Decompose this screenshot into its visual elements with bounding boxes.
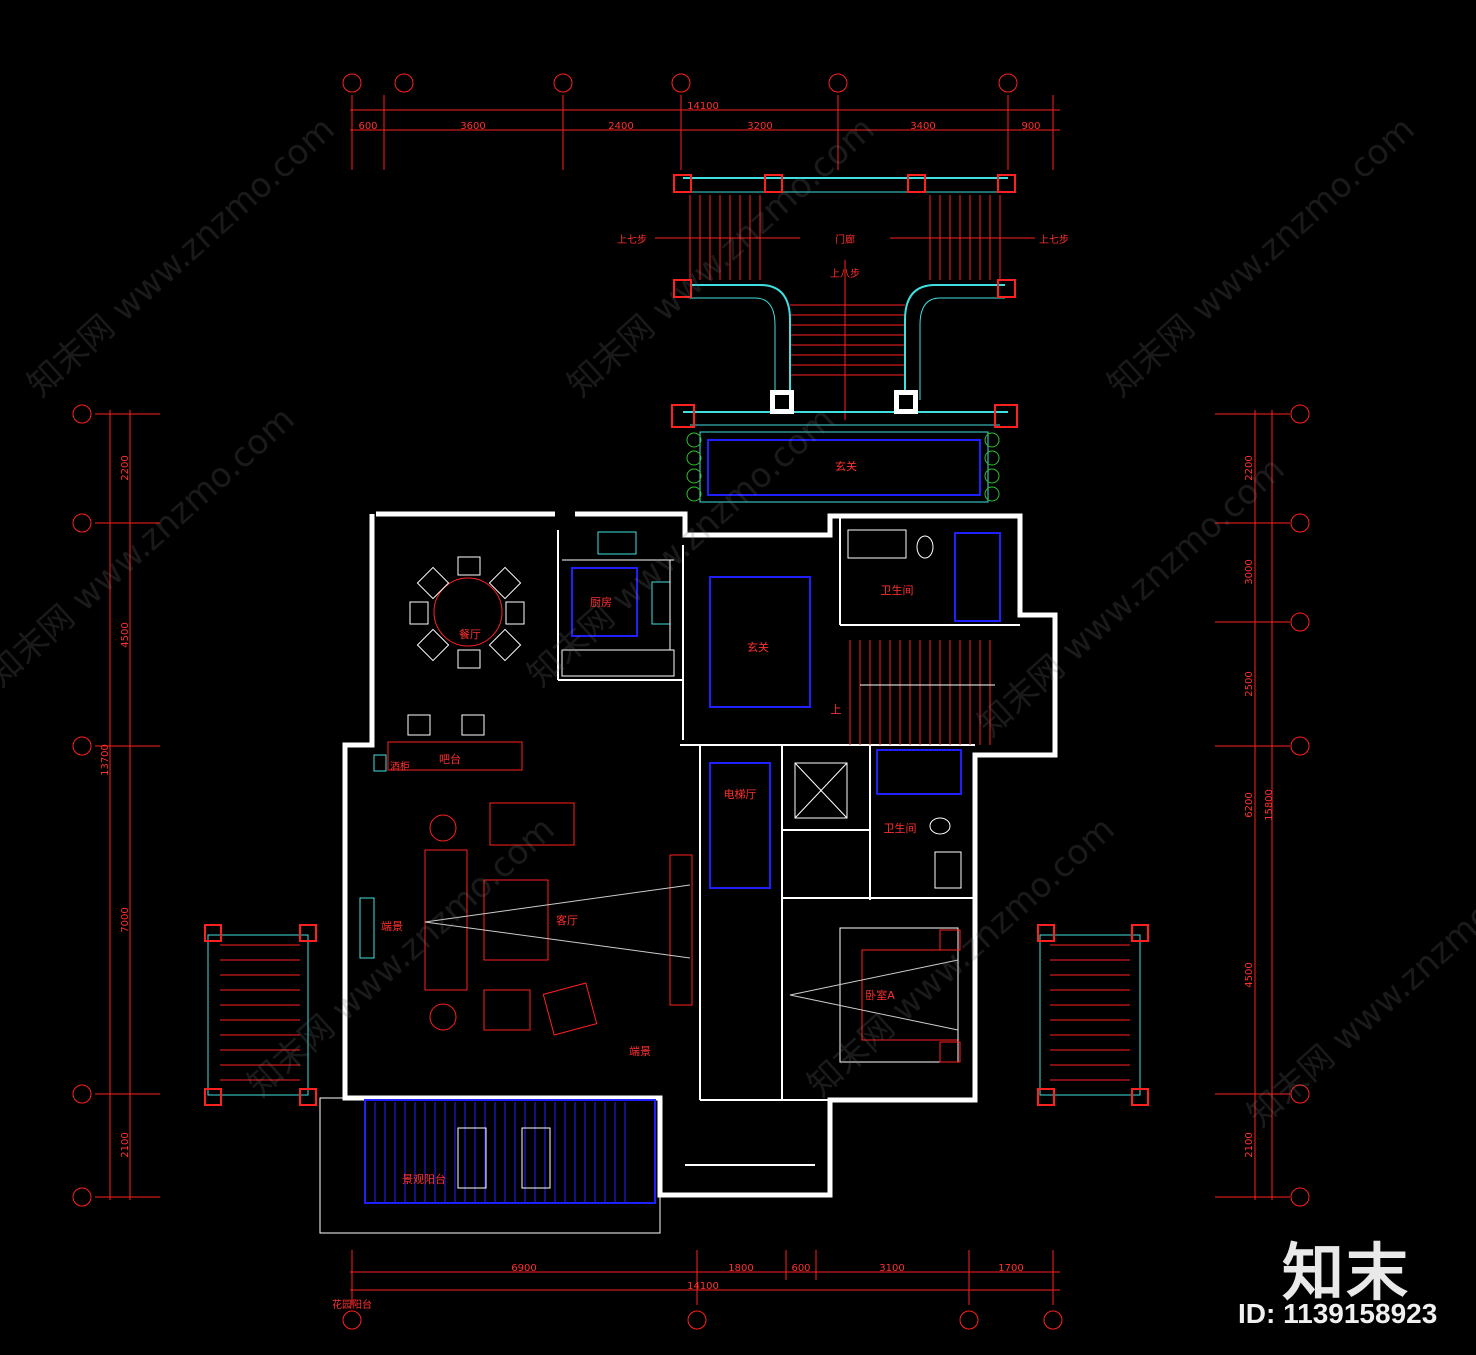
right-dim-3: 2500 (1244, 671, 1255, 696)
top-dim-total: 14100 (687, 101, 719, 112)
canopy-label: 门廊 (835, 233, 855, 246)
top-dimension (350, 95, 1060, 170)
elevator-hall-label: 电梯厅 (724, 788, 757, 801)
bottom-dim-total: 14100 (687, 1281, 719, 1292)
kitchen (561, 531, 675, 677)
bottom-dim-1: 6900 (511, 1263, 536, 1274)
scenery-1-label: 端景 (381, 920, 403, 933)
kitchen-label: 厨房 (590, 596, 612, 609)
left-dim-1: 2200 (120, 455, 131, 480)
porch (686, 431, 1000, 503)
side-stair-right (1037, 924, 1149, 1106)
balcony-label: 景观阳台 (402, 1172, 446, 1186)
up-eight-label: 上八步 (830, 268, 860, 280)
bathroom-1-label: 卫生间 (881, 583, 914, 597)
top-dim-1: 600 (358, 121, 377, 132)
top-dim-4: 3200 (747, 121, 772, 132)
bottom-dim-2: 1800 (728, 1263, 753, 1274)
bottom-dim-4: 3100 (879, 1263, 904, 1274)
left-dimension (72, 404, 160, 1207)
living-label: 客厅 (556, 913, 578, 927)
left-dim-total: 13700 (100, 744, 111, 776)
right-dim-5: 4500 (1244, 962, 1255, 987)
right-dim-1: 2200 (1244, 455, 1255, 480)
bathroom-2-label: 卫生间 (884, 821, 917, 835)
bedroom-label: 卧室A (865, 988, 895, 1002)
stair-up-label: 上 (831, 703, 842, 716)
right-dim-6: 2100 (1244, 1132, 1255, 1157)
dining-table (409, 556, 525, 669)
bar-counter (373, 714, 523, 772)
living-furniture (359, 802, 693, 1036)
left-dim-2: 4500 (120, 622, 131, 647)
bottom-dim-5: 1700 (998, 1263, 1023, 1274)
dining-label: 餐厅 (459, 627, 481, 641)
bar-label: 吧台 (439, 752, 461, 766)
side-stair-left (204, 924, 317, 1106)
bathroom-2 (876, 749, 962, 889)
top-dim-5: 3400 (910, 121, 935, 132)
wine-label: 酒柜 (390, 760, 410, 773)
foyer (709, 576, 811, 708)
bottom-dimension (342, 1250, 1063, 1330)
up-seven-right-label: 上七步 (1039, 234, 1069, 246)
right-dim-total: 15800 (1264, 789, 1275, 821)
top-axis-bubbles (342, 73, 1018, 93)
garden-balcony-label: 花园阳台 (332, 1298, 372, 1311)
right-dim-2: 3000 (1244, 559, 1255, 584)
entrance-canopy (655, 174, 1035, 428)
bedroom (789, 927, 961, 1063)
left-dim-4: 2100 (120, 1132, 131, 1157)
left-dim-3: 7000 (120, 907, 131, 932)
main-stair (849, 640, 995, 745)
balcony (319, 1097, 661, 1234)
bottom-dim-3: 600 (791, 1263, 810, 1274)
scenery-2-label: 端景 (629, 1045, 651, 1058)
right-dim-4: 6200 (1244, 792, 1255, 817)
top-dim-3: 2400 (608, 121, 633, 132)
bathroom-1 (847, 529, 1001, 622)
up-seven-left-label: 上七步 (617, 234, 647, 246)
porch-label: 玄关 (835, 459, 857, 473)
top-dim-2: 3600 (460, 121, 485, 132)
elevator-hall (709, 762, 848, 889)
brand-logo: 知末 (1282, 1236, 1411, 1309)
image-id-label: ID: 1139158923 (1238, 1298, 1438, 1329)
right-dimension (1215, 404, 1310, 1207)
top-dim-6: 900 (1021, 121, 1040, 132)
foyer-label: 玄关 (747, 640, 769, 654)
interior-walls (557, 516, 1020, 1166)
